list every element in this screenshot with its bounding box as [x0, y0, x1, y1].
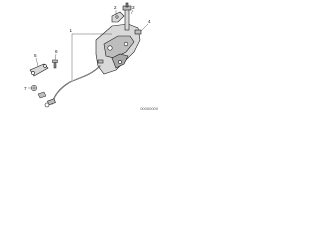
- selector-lever: [29, 63, 49, 77]
- mounting-bracket: [111, 11, 125, 23]
- leader-lines: [28, 9, 149, 89]
- washer: [30, 84, 38, 92]
- exploded-view-drawing: 1 2 3 4 5 6 7: [24, 2, 151, 108]
- callout-5: 5: [34, 53, 37, 58]
- shift-cable: [51, 65, 101, 105]
- parts-diagram: 1 2 3 4 5 6 7 00000000: [0, 0, 160, 112]
- cable-end-fitting: [44, 98, 56, 108]
- retaining-clip: [37, 91, 47, 99]
- callout-4: 4: [148, 19, 151, 24]
- callout-3: 3: [132, 5, 135, 10]
- callout-1: 1: [70, 28, 73, 33]
- bolt: [52, 59, 58, 69]
- callout-7: 7: [24, 86, 27, 91]
- callout-6: 6: [55, 49, 58, 54]
- callout-2: 2: [114, 5, 117, 10]
- shift-lever: [122, 2, 132, 31]
- catalog-number: 00000000: [140, 106, 158, 111]
- gear-selector-housing: [95, 23, 142, 75]
